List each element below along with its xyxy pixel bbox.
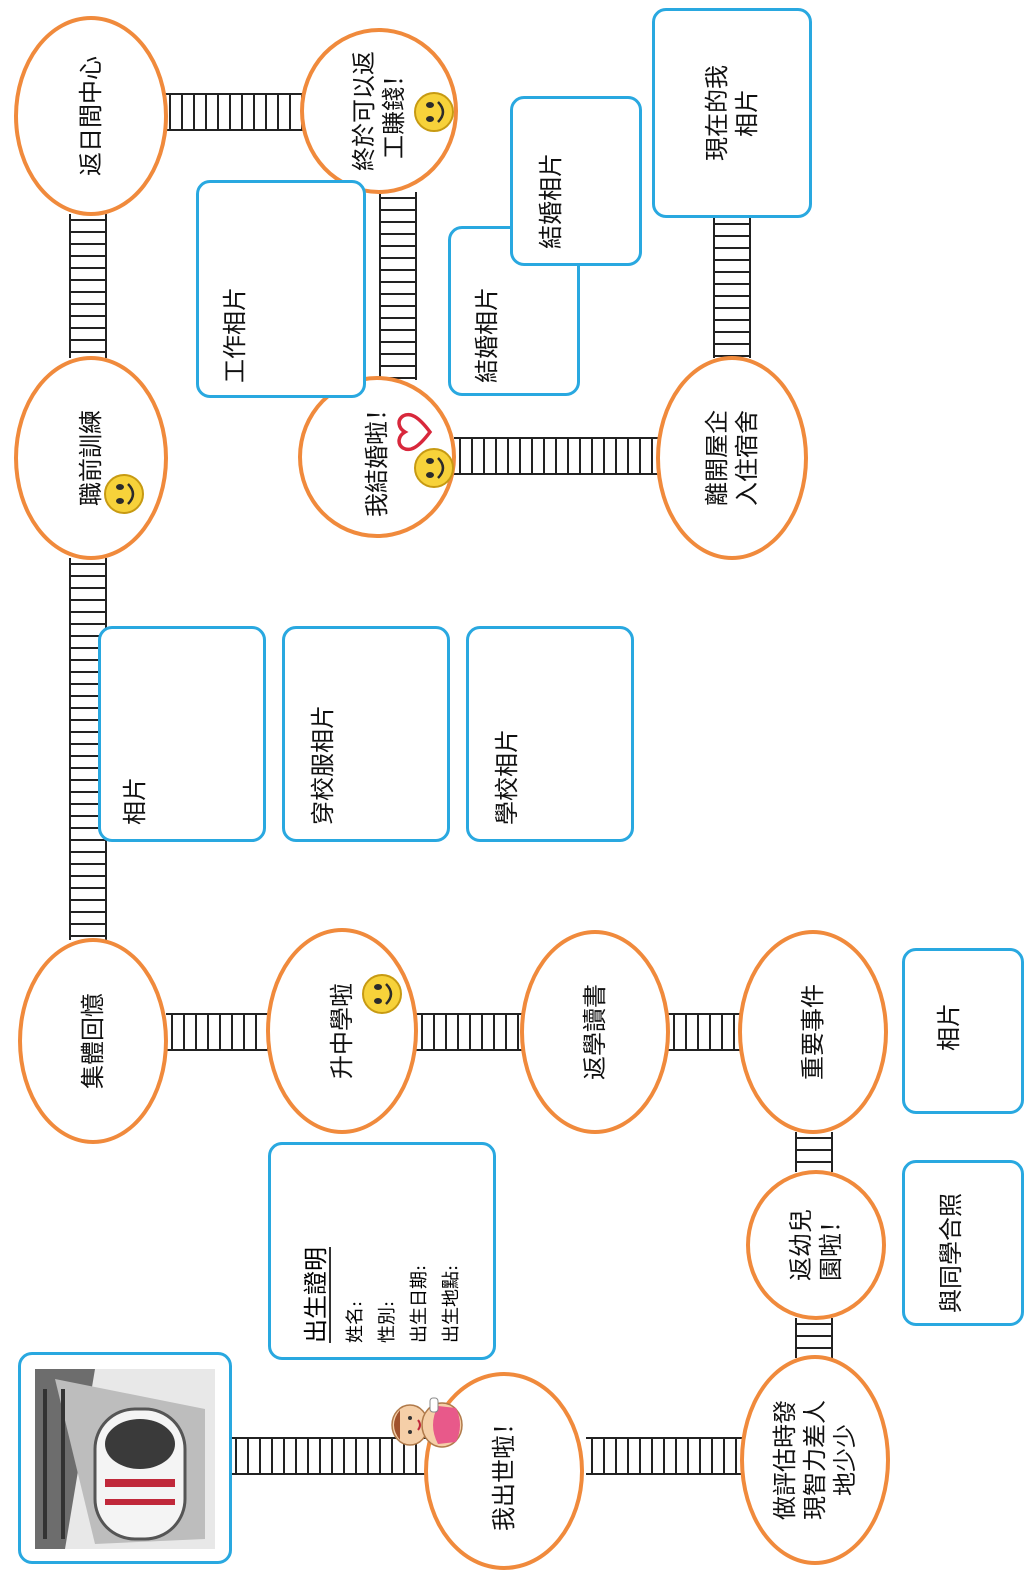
smiley-icon [362,974,402,1014]
school-photo-label: 學校相片 [493,729,521,825]
photo-box-right: 相片 [902,948,1024,1114]
baby-icon [391,1397,463,1448]
node-important-event: 重要事件 [738,930,888,1134]
photo-box-left-label: 相片 [121,777,149,825]
birth-certificate: 出生證明 姓名: 性別: 出生日期: 出生地點: [268,1142,496,1360]
school-photo-box: 學校相片 [466,626,634,842]
node-school: 返學讀書 [520,930,670,1134]
node-earn-money: 終於可以返工賺錢！ [300,28,458,194]
train-photo-frame [18,1352,232,1564]
wedding-photo-label-2: 結婚相片 [537,153,565,249]
classmates-photo-label: 與同學合照 [937,1193,965,1313]
wedding-photo-label-1: 結婚相片 [473,287,501,383]
uniform-photo-label: 穿校服相片 [309,705,337,825]
node-assessment: 做評估時發現智力差人地少少 [740,1355,890,1565]
node-secondary-text: 升中學啦 [328,983,356,1079]
work-photo-label: 工作相片 [221,287,249,383]
node-pre-job-training: 職前訓練 [14,356,168,560]
node-born-text: 我出世啦！ [490,1411,518,1531]
smiley-icon [414,92,454,132]
node-group-memories: 集體回憶 [18,938,168,1144]
uniform-photo-box: 穿校服相片 [282,626,450,842]
node-dormitory-text: 離開屋企入住宿舍 [703,410,761,506]
current-photo-box: 現在的我相片 [652,8,812,218]
node-day-centre-text: 返日間中心 [77,56,105,176]
train-photo [35,1369,215,1549]
smiley-icon [414,448,454,488]
dob-field-label: 出生日期: [409,1264,430,1343]
photo-box-right-label: 相片 [935,1003,963,1051]
node-day-centre: 返日間中心 [14,16,168,216]
node-assessment-text: 做評估時發現智力差人地少少 [771,1400,859,1520]
current-photo-label: 現在的我相片 [703,65,761,161]
node-secondary: 升中學啦 [266,928,418,1134]
birth-certificate-content: 出生證明 姓名: 性別: 出生日期: 出生地點: [292,1151,472,1351]
node-kindergarten-text: 返幼兒園啦！ [787,1209,845,1281]
classmates-photo-box: 與同學合照 [902,1160,1024,1326]
node-kindergarten: 返幼兒園啦！ [746,1170,886,1320]
birthplace-field-label: 出生地點: [441,1264,462,1343]
wedding-photo-box-2: 結婚相片 [510,96,642,266]
work-photo-box: 工作相片 [196,180,366,398]
photo-box-left: 相片 [98,626,266,842]
name-field-label: 姓名: [345,1300,366,1343]
node-school-text: 返學讀書 [581,984,609,1080]
birth-certificate-title: 出生證明 [302,1247,330,1343]
smiley-icon [104,474,144,514]
node-important-event-text: 重要事件 [799,984,827,1080]
node-dormitory: 離開屋企入住宿舍 [656,356,808,560]
node-group-memories-text: 集體回憶 [79,993,107,1089]
gender-field-label: 性別: [377,1300,398,1343]
node-earn-money-text: 終於可以返工賺錢！ [350,51,408,171]
heart-icon [397,412,433,452]
node-married-text: 我結婚啦！ [363,397,391,517]
